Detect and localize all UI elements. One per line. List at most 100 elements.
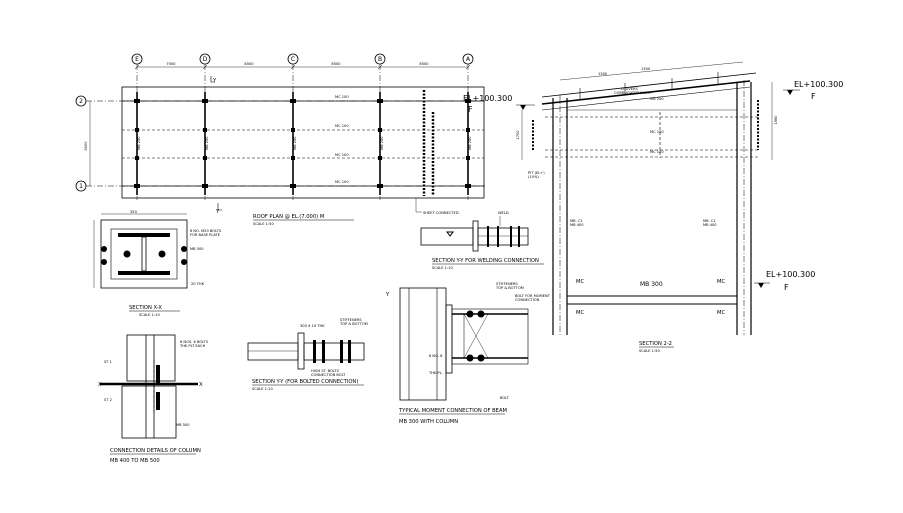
svg-text:6 NOS. 6 BOLTS: 6 NOS. 6 BOLTS	[180, 340, 209, 344]
grid-label-d: D	[203, 56, 208, 63]
grid-label-b: B	[378, 56, 382, 63]
svg-text:CONNECTION: CONNECTION	[515, 298, 540, 302]
sheet-note: SHEET CONNECTED	[423, 211, 459, 215]
svg-text:MB 250: MB 250	[293, 136, 297, 150]
connection-details-title-2: MB 400 TO MB 500	[110, 458, 160, 464]
moment-marker-y: Y	[385, 292, 390, 298]
roof-f-label: F	[468, 105, 473, 114]
section-marker-x-left: X	[98, 382, 102, 388]
svg-text:THK PLT EACH: THK PLT EACH	[179, 344, 206, 348]
svg-text:ST 2: ST 2	[104, 398, 112, 402]
section-yy-welding: WELD SECTION Y-Y FOR WELDING CONNECTION …	[420, 211, 544, 270]
svg-text:MB 250: MB 250	[205, 136, 209, 150]
section-marker-y-bottom: Y	[215, 209, 220, 215]
svg-text:(10%): (10%)	[528, 175, 539, 179]
svg-text:MB. C1: MB. C1	[703, 219, 716, 223]
grid-bubble-d: D	[199, 53, 211, 65]
grid-bubble-c: C	[287, 53, 299, 65]
grid-label-a: A	[466, 56, 471, 63]
svg-text:8500: 8500	[331, 62, 341, 66]
svg-text:MB. C1: MB. C1	[570, 219, 583, 223]
svg-text:300 X 10 THK: 300 X 10 THK	[300, 324, 325, 328]
svg-text:8500: 8500	[419, 62, 429, 66]
el-top-label: EL+100.300	[794, 80, 843, 89]
roof-plan: E D C B A 2 1	[75, 53, 512, 226]
grid-bubble-1: 1	[75, 180, 87, 192]
svg-text:20 THK: 20 THK	[191, 282, 205, 286]
grid-bubble-2: 2	[75, 95, 87, 107]
section22-scale: SCALE 1:50	[639, 349, 660, 353]
svg-text:HIGH ST. BOLTS: HIGH ST. BOLTS	[311, 369, 340, 373]
svg-text:CORRUGATED SHEET: CORRUGATED SHEET	[614, 91, 653, 95]
roof-el-label: EL+100.300	[463, 94, 512, 103]
svg-text:6 NO. M20 BOLTS: 6 NO. M20 BOLTS	[190, 229, 222, 233]
svg-text:MB 500: MB 500	[176, 423, 190, 427]
section-marker-y-top: Y	[212, 78, 217, 84]
roof-member-label: MC 100	[335, 124, 349, 128]
section-xx-title: SECTION X-X	[129, 305, 162, 311]
section-yy-bolted-title: SECTION Y-Y (FOR BOLTED CONNECTION)	[252, 379, 358, 385]
svg-text:CONNECTION BOLT: CONNECTION BOLT	[311, 373, 346, 377]
svg-text:BOLT FOR MOMENT: BOLT FOR MOMENT	[515, 294, 551, 298]
roof-plan-title: ROOF PLAN @ EL.(7.000) M	[253, 214, 324, 220]
svg-text:MB 250: MB 250	[468, 136, 472, 150]
connection-details-title-1: CONNECTION DETAILS OF COLUMN	[110, 448, 201, 454]
section-yy-welding-title: SECTION Y-Y FOR WELDING CONNECTION	[432, 258, 539, 264]
svg-text:STIFFENERS: STIFFENERS	[496, 282, 518, 286]
svg-text:STIFFENERS: STIFFENERS	[340, 318, 362, 322]
el-marker-top: EL+100.300 F	[783, 80, 843, 101]
svg-text:FOR BASE PLATE: FOR BASE PLATE	[190, 233, 221, 237]
grid-bubble-b: B	[374, 53, 386, 65]
moment-connection: STIFFENERS TOP & BOTTOM BOLT FOR MOMENT …	[385, 282, 551, 425]
svg-text:7500: 7500	[166, 62, 176, 66]
roof-plan-scale: SCALE 1:50	[253, 222, 274, 226]
grid-label-e: E	[135, 56, 139, 63]
svg-text:MB 400: MB 400	[570, 223, 584, 227]
svg-text:8500: 8500	[244, 62, 254, 66]
section-xx-scale: SCALE 1:10	[139, 313, 160, 317]
connection-details-column: X X 6 NOS. 6 BOLTS THK PLT EACH MB 500 S…	[98, 334, 209, 464]
section-yy-welding-scale: SCALE 1:10	[432, 266, 453, 270]
svg-text:1960: 1960	[774, 115, 778, 125]
svg-text:MB 250: MB 250	[380, 136, 384, 150]
svg-text:350: 350	[130, 210, 138, 214]
grid-bubble-a: A	[462, 53, 474, 65]
grid-bubble-e: E	[131, 53, 143, 65]
grid-label-c: C	[291, 56, 295, 63]
moment-connection-title-2: MB 300 WITH COLUMN	[399, 419, 458, 425]
svg-text:TOP & BOTTOM: TOP & BOTTOM	[495, 286, 524, 290]
el-mid-label: EL+100.300	[766, 270, 815, 279]
section-yy-bolted: 300 X 10 THK STIFFENERS TOP & BOTTOM HIG…	[247, 318, 368, 391]
section22-mc-label: MC	[576, 279, 584, 285]
svg-text:ST 1: ST 1	[104, 360, 112, 364]
el-marker-left	[516, 104, 535, 110]
svg-text:1300: 1300	[598, 72, 608, 76]
section-xx: 6 NO. M20 BOLTS FOR BASE PLATE MB 500 20…	[93, 210, 222, 317]
section22-title: SECTION 2-2	[639, 341, 672, 347]
roof-member-label: MC 100	[335, 180, 349, 184]
svg-text:LOUVERS: LOUVERS	[621, 87, 639, 91]
row-label-2: 2	[79, 98, 83, 105]
section22-mc-label: MC	[576, 310, 584, 316]
row-label-1: 1	[79, 183, 83, 190]
svg-text:1700: 1700	[516, 130, 520, 140]
el-marker-mid: EL+100.300 F	[754, 270, 815, 292]
section22-mc-label: MC	[717, 310, 725, 316]
svg-text:MB 400: MB 400	[703, 223, 717, 227]
section-yy-bolted-scale: SCALE 1:10	[252, 387, 273, 391]
svg-text:8 NO. 6: 8 NO. 6	[429, 354, 443, 358]
svg-text:BOLT: BOLT	[500, 396, 510, 400]
section-marker-x-right: X	[199, 382, 203, 388]
svg-text:MB 250: MB 250	[650, 97, 664, 101]
svg-text:MC 100: MC 100	[650, 150, 664, 154]
svg-text:THK PL.: THK PL.	[428, 371, 443, 375]
el-mid-f: F	[784, 283, 789, 292]
svg-text:9000: 9000	[84, 141, 88, 151]
section22-mc-label: MC	[717, 279, 725, 285]
svg-text:MB 250: MB 250	[137, 136, 141, 150]
el-top-f: F	[811, 92, 816, 101]
svg-text:MC 100: MC 100	[650, 130, 664, 134]
moment-connection-title-1: TYPICAL MOMENT CONNECTION OF BEAM	[398, 408, 507, 414]
svg-text:1300: 1300	[641, 67, 651, 71]
